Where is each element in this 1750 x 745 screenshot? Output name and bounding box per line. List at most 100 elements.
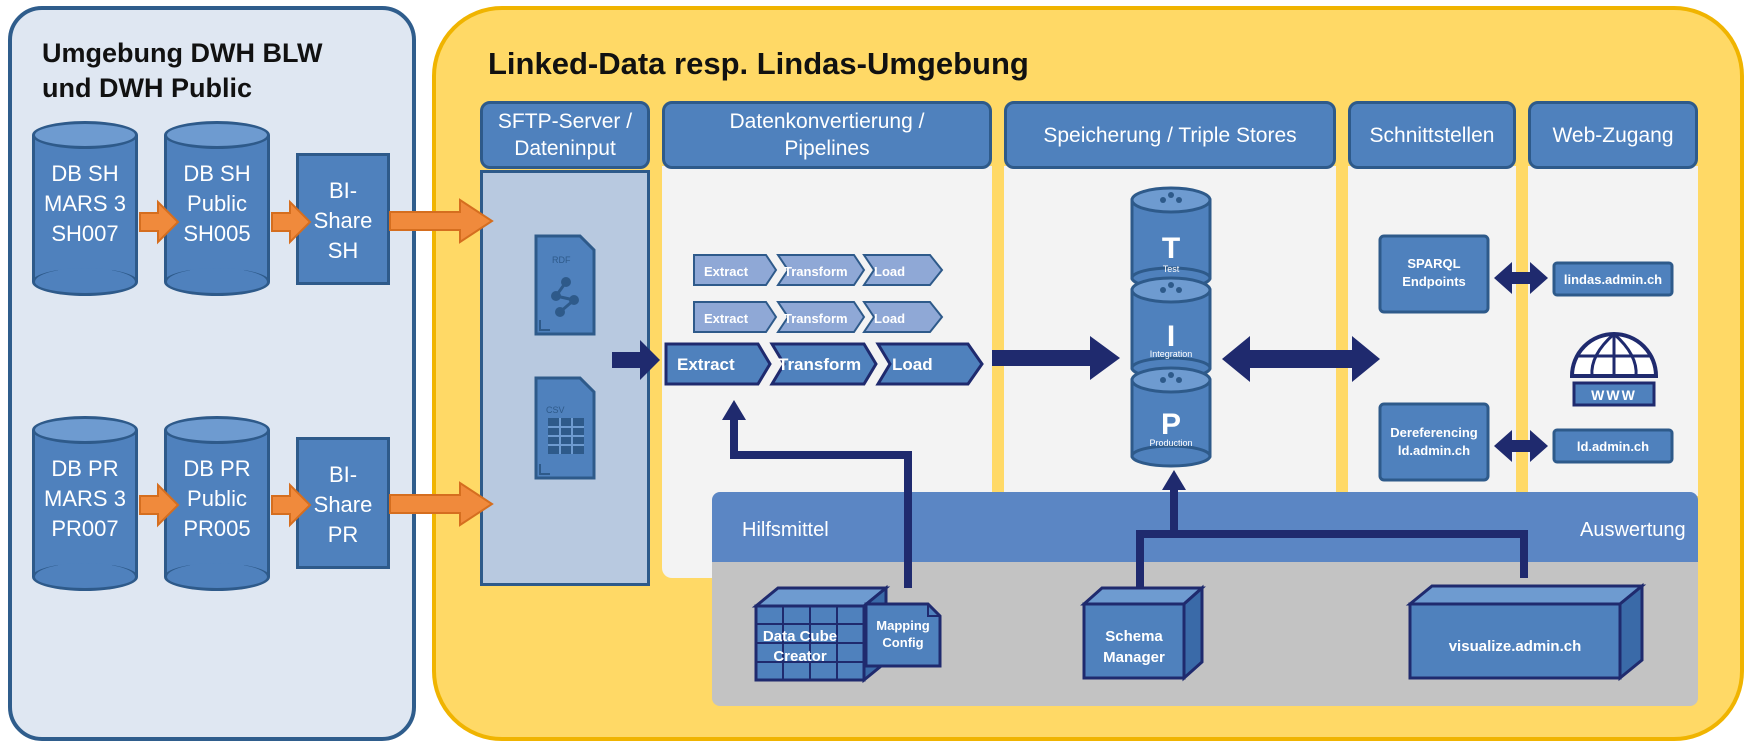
- bi-share-label-line: Share: [313, 208, 373, 233]
- bi-share-label-line: BI-: [328, 462, 358, 487]
- dereferencing-box: [1378, 402, 1490, 482]
- sparql-web-double-arrow: [1494, 262, 1548, 294]
- header-schnittstellen: Schnittstellen: [1348, 101, 1516, 169]
- header-line: Dateninput: [514, 137, 616, 160]
- orange-arrow-pr-2: [271, 482, 312, 528]
- store-production-letter: P: [1161, 408, 1181, 441]
- main-load-label: Load: [892, 355, 933, 374]
- db-label-line: SH005: [183, 221, 251, 246]
- title-line-1: Umgebung DWH BLW: [42, 38, 323, 68]
- store-test-letter: T: [1162, 232, 1180, 265]
- ld-admin-label: ld.admin.ch: [1577, 439, 1649, 454]
- schema-manager-label-line: Manager: [1103, 649, 1165, 666]
- header-speicherung: Speicherung / Triple Stores: [1004, 101, 1336, 169]
- store-production-label: Production: [1149, 438, 1192, 448]
- header-datenkonvertierung: Datenkonvertierung / Pipelines: [662, 101, 992, 169]
- db-label-line: MARS 3: [44, 486, 126, 511]
- orange-arrow-sh-1: [139, 199, 180, 245]
- mapping-config-icon: [864, 602, 942, 668]
- sftp-to-pipeline-arrow: [612, 340, 660, 380]
- pipeline-transform-label: Transform: [784, 264, 848, 279]
- rdf-file-label: RDF: [552, 255, 571, 265]
- bi-share-label-line: Share: [313, 492, 373, 517]
- db-label-line: MARS 3: [44, 191, 126, 216]
- store-integration-label: Integration: [1150, 349, 1193, 359]
- store-interface-double-arrow: [1222, 336, 1380, 382]
- data-cube-label-line: Data Cube: [763, 628, 837, 645]
- pipeline-load-label: Load: [874, 311, 905, 326]
- db-pr-public-cylinder: DB PR Public PR005: [164, 416, 270, 591]
- bi-share-label-line: PR: [327, 522, 359, 547]
- www-label: WWW: [1591, 387, 1637, 403]
- db-label-line: DB PR: [183, 456, 251, 481]
- db-label-line: DB PR: [51, 456, 119, 481]
- orange-arrow-sh-to-sftp: [389, 198, 494, 244]
- pipeline-to-store-arrow: [992, 336, 1120, 380]
- csv-file-label: CSV: [546, 405, 565, 415]
- lindas-environment-title: Linked-Data resp. Lindas-Umgebung: [488, 46, 1029, 81]
- csv-file-icon: [534, 376, 596, 480]
- orange-arrow-pr-1: [139, 482, 180, 528]
- mapping-config-label-line: Config: [882, 635, 923, 650]
- pipeline-main: [664, 342, 984, 386]
- rdf-file-icon: [534, 234, 596, 336]
- pipeline-load-label: Load: [874, 264, 905, 279]
- store-integration-letter: I: [1167, 320, 1175, 353]
- header-line: SFTP-Server /: [497, 110, 633, 133]
- main-transform-label: Transform: [778, 355, 861, 374]
- pipeline-transform-label: Transform: [784, 311, 848, 326]
- db-label-line: DB SH: [51, 161, 119, 186]
- bi-share-sh-box: BI- Share SH: [296, 153, 390, 285]
- tools-connector-line: [1136, 530, 1528, 596]
- deref-web-double-arrow: [1494, 430, 1548, 462]
- pipeline-extract-label: Extract: [704, 264, 749, 279]
- orange-arrow-pr-to-sftp: [389, 481, 494, 527]
- sparql-label-line: SPARQL: [1407, 256, 1460, 271]
- ld-admin-box: [1552, 428, 1674, 464]
- data-cube-label-line: Creator: [773, 648, 827, 665]
- schema-manager-label-line: Schema: [1105, 628, 1163, 645]
- pipeline-extract-label: Extract: [704, 311, 749, 326]
- orange-arrow-sh-2: [271, 199, 312, 245]
- pipeline-row-2: [693, 301, 944, 333]
- visualize-admin-label: visualize.admin.ch: [1449, 638, 1582, 655]
- sparql-endpoints-box: [1378, 234, 1490, 314]
- hilfsmittel-label: Hilfsmittel: [742, 519, 829, 541]
- lindas-admin-box: [1552, 261, 1674, 297]
- db-label-line: PR007: [51, 516, 119, 541]
- header-line: Pipelines: [784, 137, 870, 160]
- mapping-feedback-line: [730, 418, 912, 588]
- mapping-feedback-arrowhead: [722, 400, 746, 420]
- sparql-label-line: Endpoints: [1402, 274, 1466, 289]
- tools-to-store-arrowhead: [1162, 470, 1186, 490]
- schema-manager-box: [1080, 584, 1206, 682]
- globe-icon: [1569, 332, 1659, 407]
- pipeline-row-1: [693, 254, 944, 286]
- auswertung-label: Auswertung: [1580, 519, 1686, 541]
- db-label-line: SH007: [51, 221, 119, 246]
- db-sh-mars-cylinder: DB SH MARS 3 SH007: [32, 121, 138, 296]
- bi-share-label-line: BI-: [328, 178, 358, 203]
- main-extract-label: Extract: [677, 355, 735, 374]
- dwh-environment-title: Umgebung DWH BLW und DWH Public: [42, 36, 322, 106]
- deref-label-line: Dereferencing: [1390, 425, 1477, 440]
- mapping-config-label-line: Mapping: [876, 618, 929, 633]
- lindas-admin-label: lindas.admin.ch: [1564, 272, 1662, 287]
- db-sh-public-cylinder: DB SH Public SH005: [164, 121, 270, 296]
- db-label-line: Public: [187, 486, 247, 511]
- db-label-line: Public: [187, 191, 247, 216]
- title-line-2: und DWH Public: [42, 73, 252, 103]
- hilfsmittel-band: [712, 492, 1698, 562]
- db-label-line: DB SH: [183, 161, 251, 186]
- header-web-zugang: Web-Zugang: [1528, 101, 1698, 169]
- triple-store-stack: [1130, 186, 1212, 468]
- db-label-line: PR005: [183, 516, 251, 541]
- visualize-admin-box: [1405, 582, 1647, 682]
- store-test-label: Test: [1163, 264, 1180, 274]
- header-line: Datenkonvertierung /: [729, 110, 925, 133]
- db-pr-mars-cylinder: DB PR MARS 3 PR007: [32, 416, 138, 591]
- deref-label-line: ld.admin.ch: [1398, 443, 1470, 458]
- header-sftp-server: SFTP-Server / Dateninput: [480, 101, 650, 169]
- bi-share-label-line: SH: [327, 238, 359, 263]
